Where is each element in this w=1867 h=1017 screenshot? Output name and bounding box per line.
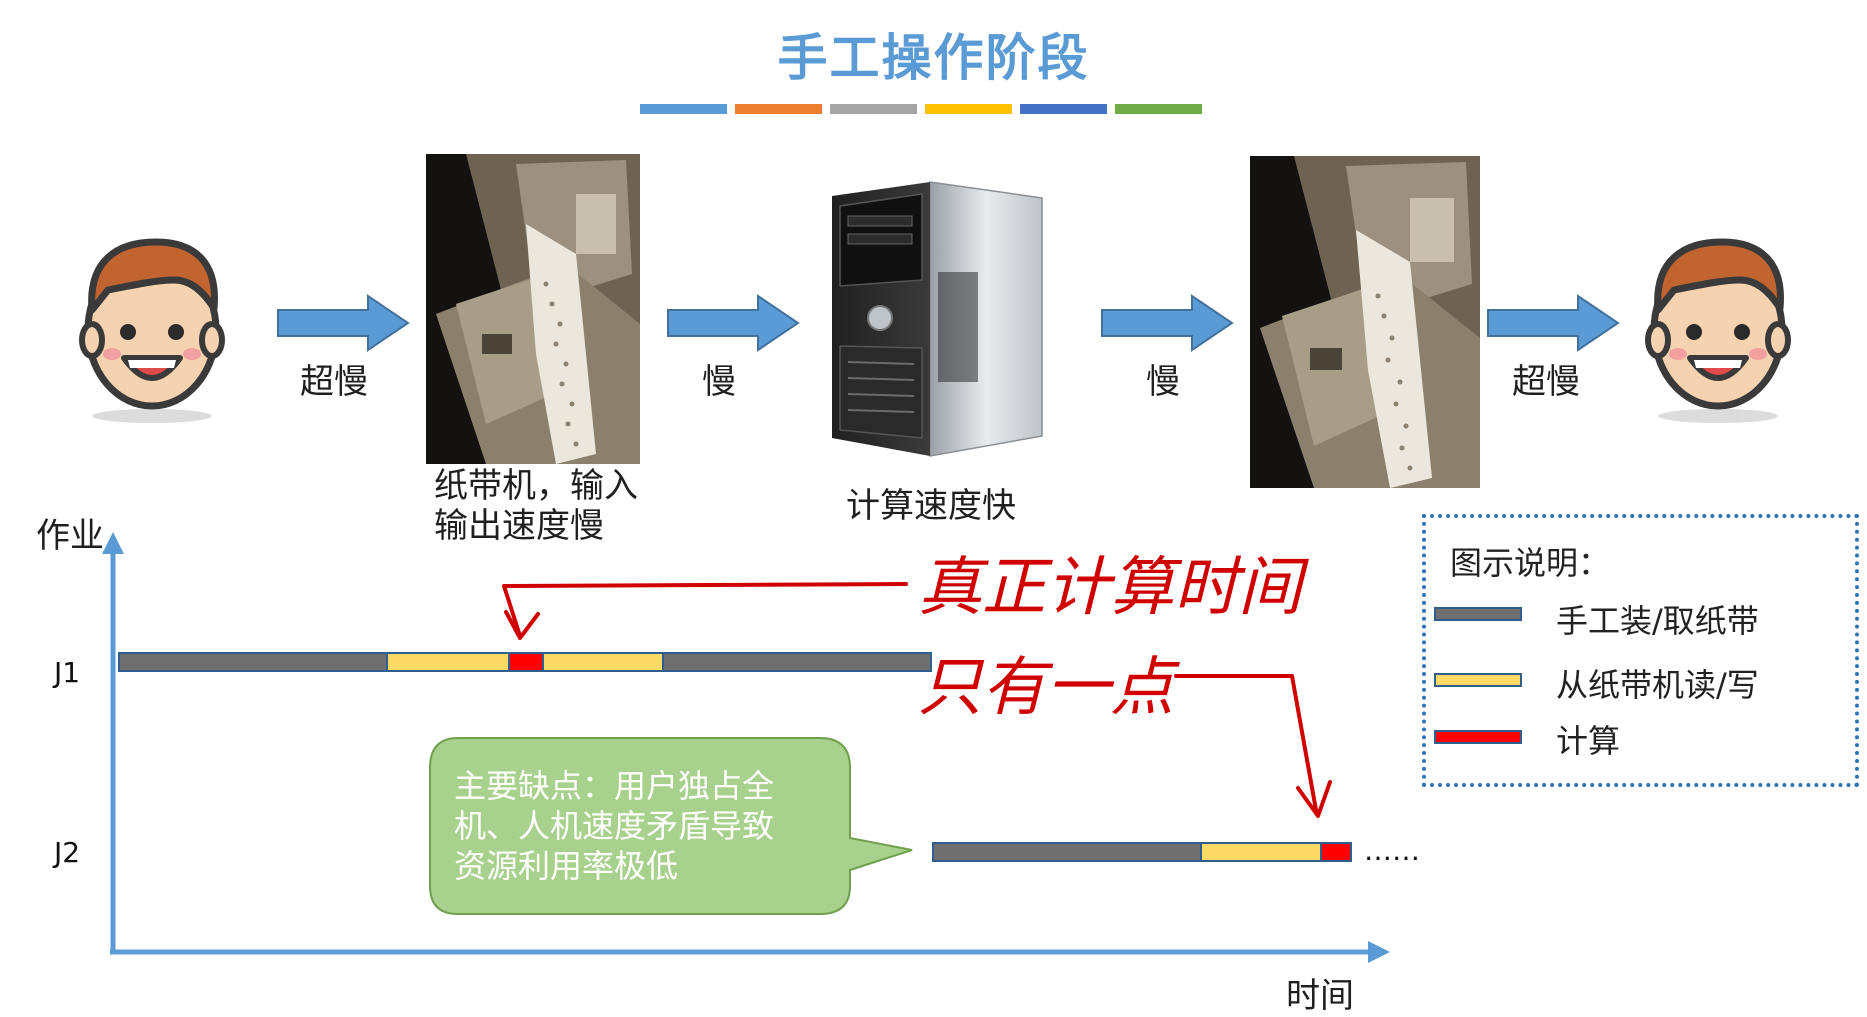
callout-line: 资源利用率极低 [454, 847, 679, 885]
callout-line: 机、人机速度矛盾导致 [454, 807, 775, 845]
row-label-j1: J1 [54, 656, 81, 689]
flow-label-very-slow: 超慢 [300, 362, 368, 402]
legend-label-compute: 计算 [1556, 722, 1621, 760]
legend-label-read: 从纸带机读/写 [1556, 666, 1759, 704]
color-strip-segment [925, 104, 1012, 114]
color-strip-segment [1115, 104, 1202, 114]
color-strip-segment [830, 104, 917, 114]
j1-manual-segment [662, 652, 932, 672]
legend [1422, 514, 1859, 787]
annotation-line: 只有一点 [918, 651, 1174, 725]
y-axis-label: 作业 [36, 516, 104, 556]
j2-compute-segment [1320, 842, 1352, 862]
tape-machine-caption: 纸带机，输入 输出速度慢 [434, 466, 638, 546]
user-face-icon [79, 238, 225, 423]
computer-caption: 计算速度快 [846, 486, 1016, 526]
legend-swatch-compute [1434, 730, 1522, 744]
color-strip-segment [640, 104, 727, 114]
annotation-line: 真正计算时间 [918, 551, 1302, 625]
flow-arrow-right-icon [667, 294, 800, 352]
tape-machine-image [1250, 156, 1480, 488]
flow-arrow-right-icon [1101, 294, 1234, 352]
legend-title: 图示说明： [1450, 544, 1611, 582]
flow-arrow-right-icon [1487, 294, 1620, 352]
flow-arrow-right-icon [277, 294, 410, 352]
color-strip-segment [1020, 104, 1107, 114]
tape-machine-caption-line: 输出速度慢 [434, 506, 604, 546]
flow-label-slow: 慢 [1146, 362, 1180, 402]
flow-label-slow: 慢 [702, 362, 736, 402]
legend-swatch-read [1434, 673, 1522, 687]
color-strip-segment [640, 104, 1207, 114]
callout-line: 主要缺点：用户独占全 [454, 767, 775, 805]
legend-swatch-manual [1434, 607, 1522, 621]
continuation-ellipsis: …… [1364, 834, 1420, 867]
callout-bubble [429, 737, 913, 915]
annotation-text: 真正计算时间 只有一点 [918, 538, 1302, 738]
callout-text: 主要缺点：用户独占全 机、人机速度矛盾导致 资源利用率极低 [454, 766, 774, 886]
flow-label-very-slow: 超慢 [1512, 362, 1580, 402]
color-strip [640, 104, 1207, 114]
row-label-j2: J2 [54, 836, 81, 869]
page-title: 手工操作阶段 [777, 29, 1090, 87]
tape-machine-caption-line: 纸带机，输入 [434, 466, 638, 506]
color-strip-segment [735, 104, 822, 114]
computer-tower-icon [832, 181, 1043, 457]
legend-label-manual: 手工装/取纸带 [1556, 602, 1759, 640]
user-face-icon [1645, 238, 1791, 423]
tape-machine-image [426, 154, 640, 464]
